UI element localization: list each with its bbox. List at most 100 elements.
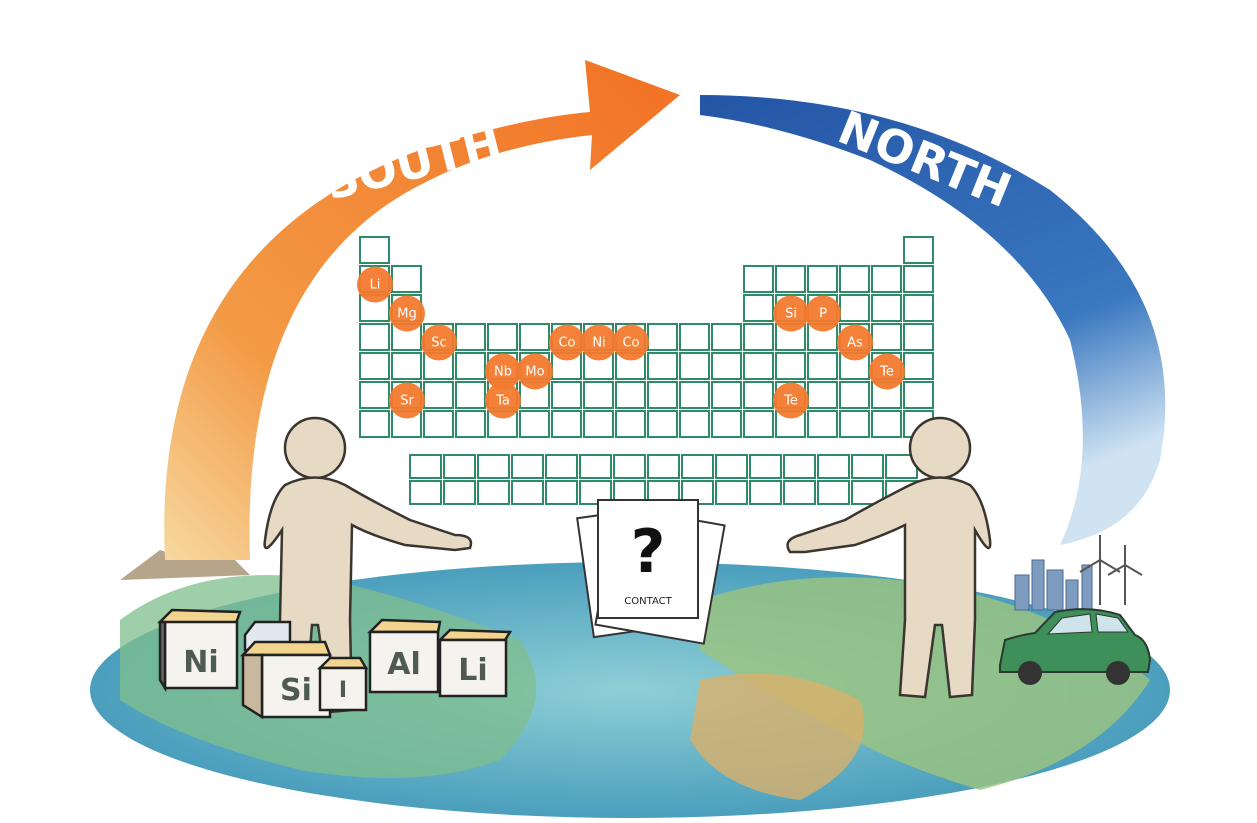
f-block-cell [409, 454, 442, 479]
element-cell [871, 294, 902, 322]
city-skyline [1014, 559, 1093, 611]
electric-car-icon [999, 608, 1152, 685]
highlight-marker [613, 324, 649, 361]
element-cell [455, 323, 486, 351]
element-symbol: Nb [494, 365, 512, 380]
element-cube-li: Li [436, 628, 513, 698]
f-block-cell [409, 480, 442, 505]
element-cell [423, 381, 454, 409]
element-cell [647, 352, 678, 380]
element-cell [583, 410, 614, 438]
highlighted-element-li: Li [357, 266, 393, 303]
f-block-cell [647, 454, 680, 479]
f-block-cell [477, 480, 510, 505]
element-cell [775, 352, 806, 380]
element-cell [743, 265, 774, 293]
element-cube-i: I [316, 656, 369, 712]
element-cell [807, 265, 838, 293]
f-block-cell [545, 454, 578, 479]
f-block-cell [681, 454, 714, 479]
element-cell [871, 410, 902, 438]
f-block-cell [783, 480, 816, 505]
element-cell [423, 410, 454, 438]
element-cell [711, 410, 742, 438]
f-block-cell [579, 454, 612, 479]
element-cell [903, 352, 934, 380]
element-cell [903, 236, 934, 264]
svg-text:Ni: Ni [183, 645, 218, 680]
element-cell [903, 294, 934, 322]
element-symbol: As [847, 336, 863, 351]
highlighted-element-co: Co [549, 324, 585, 361]
element-symbol: Mg [397, 307, 416, 322]
element-cubes: Ni Si I Al Li [157, 608, 513, 720]
element-cell [455, 410, 486, 438]
element-cell [519, 410, 550, 438]
f-block-cell [545, 480, 578, 505]
element-cell [711, 323, 742, 351]
person-north [786, 416, 992, 699]
element-symbol: Co [622, 336, 639, 351]
element-cell [391, 265, 422, 293]
element-cell [871, 265, 902, 293]
element-symbol: Mo [525, 365, 544, 380]
wind-turbine-icon [1079, 535, 1143, 605]
element-symbol: Li [370, 278, 381, 293]
highlight-marker [837, 324, 873, 361]
highlight-marker [869, 353, 905, 390]
highlight-marker [485, 382, 521, 419]
element-cell [839, 381, 870, 409]
f-block-cell [851, 454, 884, 479]
highlighted-element-mg: Mg [389, 295, 425, 332]
element-cell [615, 381, 646, 409]
f-block-cell [511, 454, 544, 479]
element-symbol: Te [879, 365, 894, 380]
highlight-marker [773, 295, 809, 332]
highlight-marker [389, 382, 425, 419]
highlight-marker [389, 295, 425, 332]
element-symbol: Te [783, 394, 798, 409]
highlighted-element-as: As [837, 324, 873, 361]
element-cell [391, 352, 422, 380]
element-cell [647, 381, 678, 409]
highlighted-element-si: Si [773, 295, 809, 332]
element-symbol: P [819, 307, 827, 322]
contract-documents: ? CONTACT [576, 499, 726, 645]
periodic-table-f-block [409, 454, 918, 505]
f-block-cell [817, 454, 850, 479]
element-symbol: Sr [400, 394, 414, 409]
element-cell [679, 323, 710, 351]
element-cell [711, 381, 742, 409]
element-cell [679, 381, 710, 409]
element-cell [679, 410, 710, 438]
element-cell [359, 381, 390, 409]
f-block-cell [749, 454, 782, 479]
element-cell [903, 265, 934, 293]
element-symbol: Si [785, 307, 797, 322]
element-cell [743, 381, 774, 409]
f-block-cell [443, 454, 476, 479]
element-cell [775, 265, 806, 293]
element-cell [519, 323, 550, 351]
highlighted-element-sc: Sc [421, 324, 457, 361]
element-cell [359, 410, 390, 438]
question-mark-icon: ? [631, 517, 666, 587]
highlighted-element-ta: Ta [485, 382, 521, 419]
element-cell [455, 381, 486, 409]
f-block-cell [715, 454, 748, 479]
element-cell [359, 352, 390, 380]
element-cell [359, 236, 390, 264]
highlight-marker [485, 353, 521, 390]
highlighted-element-ni: Ni [581, 324, 617, 361]
element-cell [647, 323, 678, 351]
element-cell [711, 352, 742, 380]
element-cell [583, 381, 614, 409]
highlight-marker [549, 324, 585, 361]
element-cell [839, 410, 870, 438]
element-cell [743, 294, 774, 322]
highlighted-element-mo: Mo [517, 353, 553, 390]
f-block-cell [851, 480, 884, 505]
element-cell [903, 381, 934, 409]
